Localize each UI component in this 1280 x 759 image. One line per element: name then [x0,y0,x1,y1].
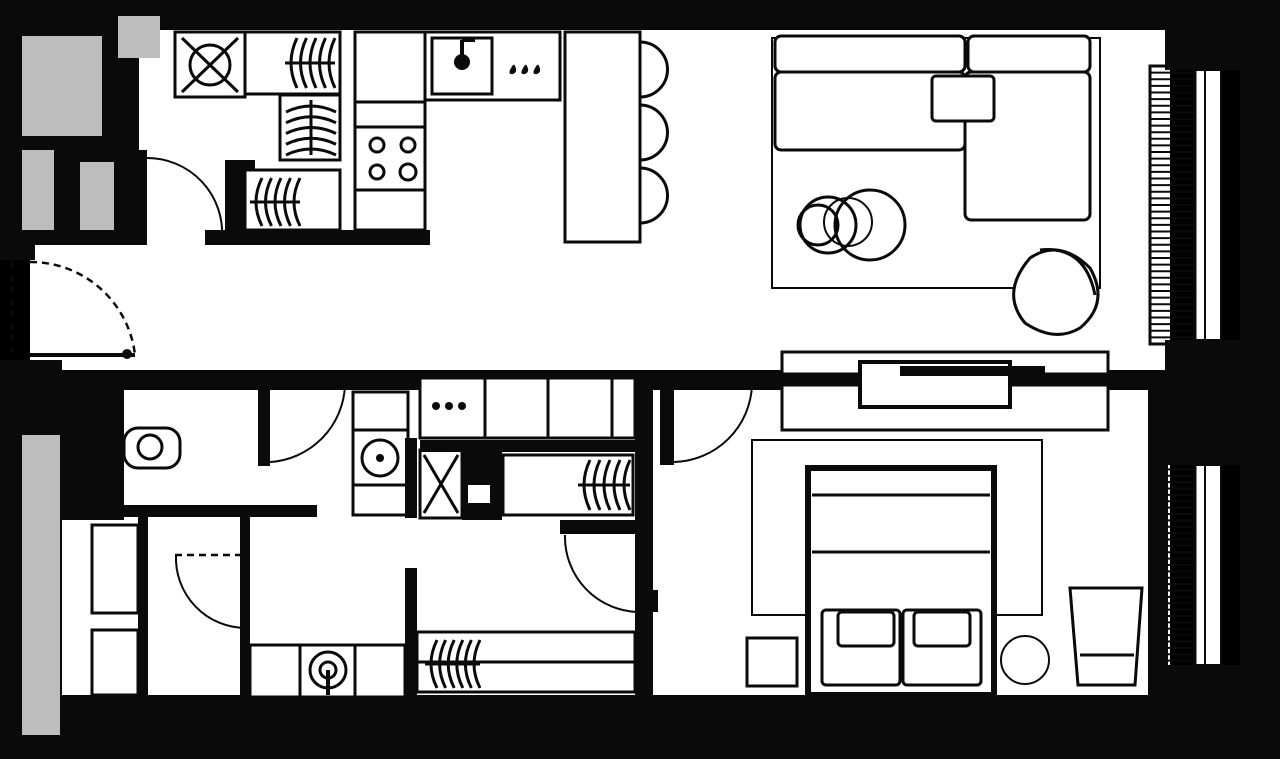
window-lower [1194,464,1222,666]
washbasin-icon [351,390,410,517]
wardrobe-icon [578,459,632,511]
west-storage [22,435,60,735]
laundry-door[interactable] [560,520,658,613]
coffee-table-icon [796,188,907,262]
wardrobe-icon [285,100,337,157]
window-upper [1194,69,1222,341]
nightstand-icon [1000,635,1050,685]
laundry-cabinets [405,376,637,520]
sofa-icon [773,34,1092,222]
radiator-icon [1148,64,1197,346]
fridge-icon [180,36,240,94]
bar-stools [639,40,669,225]
closet-door[interactable] [135,150,227,245]
entrance-storage [14,16,160,245]
toilet-icon [122,426,182,470]
washing-machine-icon [248,643,407,699]
cooktop-icon [368,136,418,182]
wardrobe-icon [285,37,337,89]
entrance-door[interactable] [0,245,137,375]
tv-unit-icon [780,350,1110,432]
wardrobe-icon [415,630,637,694]
sink-icon [430,36,541,96]
wardrobe-icon [90,523,140,697]
armchair-icon [1068,586,1144,687]
nightstand-icon [745,636,799,688]
armchair-icon [1012,248,1100,336]
double-bed-icon [805,465,997,698]
bedroom-door[interactable] [660,370,755,465]
wardrobe-icon [250,177,302,227]
dressing-room-door[interactable] [174,553,247,630]
bathroom-door[interactable] [258,372,346,466]
